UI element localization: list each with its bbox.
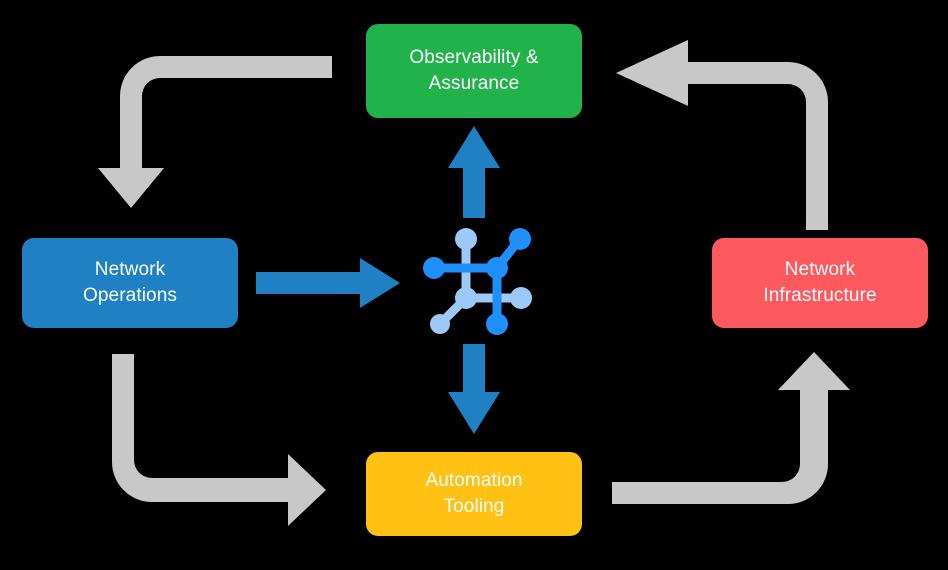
gray-arrow-automation-to-infrastructure [612,352,850,504]
blue-arrow-center-to-automation [448,344,500,434]
node-label-line: Network [784,258,856,280]
node-label-line: Assurance [428,73,520,94]
node-box-network-operations[interactable]: Network Operations [22,238,238,328]
node-box-observability-assurance[interactable]: Observability & Assurance [366,24,582,118]
node-box-automation-tooling[interactable]: Automation Tooling [366,452,582,536]
gray-arrow-observability-to-operations [98,56,332,208]
node-box-network-infrastructure[interactable]: Network Infrastructure [712,238,928,328]
network-topology-icon [423,228,532,335]
gray-arrow-operations-to-automation [112,354,326,526]
blue-arrow-center-to-observability [448,126,500,218]
blue-arrow-operations-to-center [256,258,400,308]
node-label-line: Tooling [443,496,505,517]
node-label-line: Observability & [409,46,539,68]
node-label-line: Infrastructure [763,285,877,306]
node-label-line: Operations [83,285,177,306]
gray-arrow-infrastructure-to-observability [616,40,828,230]
node-label-line: Network [94,258,166,280]
node-label-line: Automation [425,469,523,491]
